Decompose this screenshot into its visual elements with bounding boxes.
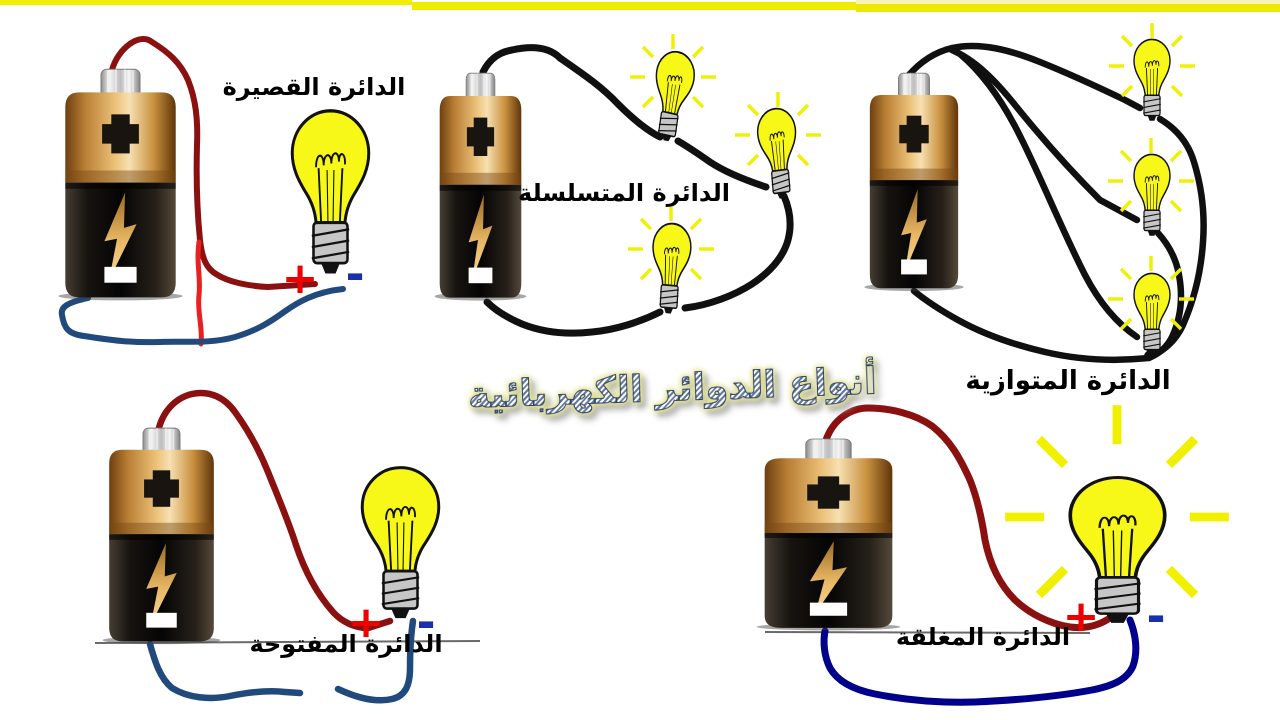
wire-steel-blue-open-right: [334, 617, 417, 704]
minus-terminal-sign: -: [1146, 589, 1165, 643]
wire-dark-red: [154, 389, 394, 632]
open-circuit-label: الدائرة المفتوحة: [249, 630, 442, 658]
battery: [863, 72, 965, 292]
highlight-bar-left: [0, 0, 412, 5]
parallel-circuit-label: الدائرة المتوازية: [965, 366, 1170, 396]
light-bulb-lit: [648, 221, 694, 316]
plus-terminal-sign: +: [1063, 591, 1100, 642]
top-highlight-bars: [0, 0, 1280, 12]
light-bulb-lit: [1133, 272, 1171, 356]
wire-black: [904, 42, 1207, 364]
highlight-bar-middle: [412, 2, 856, 10]
wire-steel-blue-open-left: [146, 640, 304, 702]
wire-steel-blue: [58, 286, 346, 346]
parallel-circuit-diagram: الدائرة المتوازية: [863, 21, 1207, 396]
wire-dark-red: [822, 404, 1114, 632]
series-circuit-label: الدائرة المتسلسلة: [518, 179, 730, 207]
battery: [433, 72, 528, 302]
plus-terminal-sign: +: [282, 253, 319, 304]
closed-circuit-diagram: + - الدائرة المغلقة: [755, 404, 1229, 706]
wire-short-branch-red: [195, 239, 204, 347]
highlight-bar-right-pale: [856, 0, 1280, 4]
short-circuit-diagram: + - الدائرة القصيرة: [57, 35, 406, 347]
plus-terminal-sign: +: [348, 597, 385, 648]
closed-circuit-label: الدائرة المغلقة: [896, 623, 1070, 651]
battery-shadow-line: [764, 631, 1091, 634]
open-circuit-diagram: + - الدائرة المفتوحة: [101, 389, 443, 704]
highlight-bar-right: [856, 4, 1280, 12]
wire-navy-blue: [820, 616, 1140, 706]
minus-terminal-sign: -: [345, 247, 364, 301]
light-bulb-lit: [1133, 153, 1171, 237]
battery: [755, 438, 902, 632]
poster-title: أنواع الدوائر الكهربائية: [467, 349, 878, 432]
wire-black: [479, 44, 794, 337]
short-circuit-label: الدائرة القصيرة: [223, 73, 406, 101]
wire-dark-red: [109, 35, 318, 291]
battery: [101, 427, 222, 646]
minus-terminal-sign: -: [416, 595, 435, 649]
battery: [57, 68, 184, 302]
series-circuit-diagram: الدائرة المتسلسلة: [433, 32, 823, 337]
